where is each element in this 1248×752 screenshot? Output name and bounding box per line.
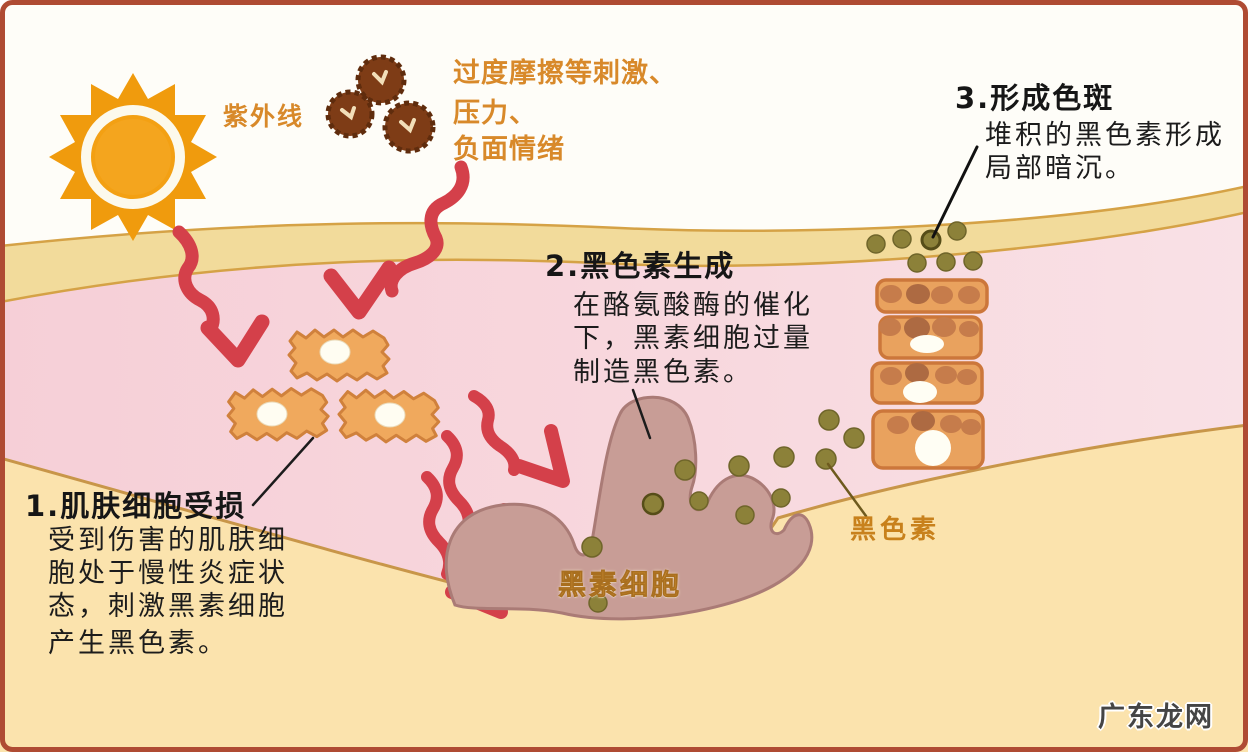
pointer-melanin bbox=[826, 462, 868, 518]
melanin-dot bbox=[818, 409, 840, 431]
stress-particle-specks bbox=[340, 70, 416, 134]
step1-body-line3: 态，刺激黑素细胞 bbox=[48, 591, 288, 622]
damaged-skin-cells bbox=[225, 328, 442, 446]
melanin-dot bbox=[907, 253, 927, 273]
melanin-dot bbox=[588, 593, 608, 613]
melanin-dot bbox=[936, 252, 956, 272]
melanin-dot bbox=[866, 234, 886, 254]
sun-core bbox=[95, 119, 171, 195]
melanin-dot bbox=[773, 446, 795, 468]
stimuli-label-line1: 过度摩擦等刺激、 bbox=[453, 58, 677, 89]
uv-label: 紫外线 bbox=[223, 102, 305, 131]
stress-arrow-squiggle bbox=[384, 160, 470, 298]
uv-arrow bbox=[172, 225, 270, 368]
stack-cell-nuclei bbox=[903, 335, 951, 466]
stack-cell-granules bbox=[879, 284, 981, 435]
melanin-dot bbox=[735, 505, 755, 525]
stress-arrow bbox=[323, 160, 470, 320]
step2-body-line1: 在酪氨酸酶的催化 bbox=[573, 290, 813, 321]
cell-nucleus bbox=[256, 401, 288, 427]
cell-nucleus bbox=[910, 335, 944, 353]
step3-body-line2: 局部暗沉。 bbox=[985, 153, 1135, 184]
pointer-step1 bbox=[251, 436, 315, 507]
step1-body-line2: 胞处于慢性炎症状 bbox=[48, 558, 288, 589]
melanin-dot bbox=[641, 492, 665, 516]
melanin-dot bbox=[728, 455, 750, 477]
signal-arrow-squiggle bbox=[468, 390, 521, 476]
signal-arrow-head bbox=[512, 424, 570, 488]
pointer-lines bbox=[251, 145, 979, 518]
uv-arrow-head bbox=[200, 314, 270, 368]
pointer-step3 bbox=[931, 145, 979, 239]
watermark: 广东龙网 bbox=[1098, 702, 1214, 733]
melanocyte-cell bbox=[444, 395, 814, 621]
sun-icon bbox=[49, 73, 217, 241]
cell-nucleus bbox=[903, 381, 937, 403]
stimuli-label-line2: 压力、 bbox=[453, 98, 537, 129]
melanin-dot bbox=[920, 229, 942, 251]
step1-heading: 1.肌肤细胞受损 bbox=[25, 489, 247, 523]
melanin-label: 黑色素 bbox=[850, 515, 941, 545]
cell-nucleus bbox=[374, 402, 406, 428]
cell-nucleus bbox=[915, 430, 951, 466]
melanin-dot bbox=[815, 448, 837, 470]
melanin-dots-surface-spot bbox=[866, 221, 967, 254]
step2-body-line2: 下，黑素细胞过量 bbox=[573, 323, 813, 354]
step2-body-line3: 制造黑色素。 bbox=[573, 357, 753, 388]
melanin-dot bbox=[843, 427, 865, 449]
melanin-dots-migrating bbox=[728, 251, 983, 477]
step3-heading: 3.形成色斑 bbox=[955, 81, 1115, 115]
pointer-step2 bbox=[631, 388, 652, 440]
melanin-dot bbox=[771, 488, 791, 508]
melanin-dot bbox=[963, 251, 983, 271]
step1-body-line1: 受到伤害的肌肤细 bbox=[48, 525, 288, 556]
melanin-dot bbox=[892, 229, 912, 249]
stimuli-label-line3: 负面情绪 bbox=[453, 134, 565, 165]
keratinocyte-stack bbox=[870, 278, 989, 470]
melanin-dot bbox=[947, 221, 967, 241]
stratum-corneum-band bbox=[0, 184, 1248, 304]
step3-body-line1: 堆积的黑色素形成 bbox=[985, 120, 1225, 151]
melanin-dot bbox=[581, 536, 603, 558]
dermis-layer bbox=[0, 425, 1248, 752]
melanin-dot bbox=[689, 491, 709, 511]
stress-arrow-head bbox=[323, 260, 397, 320]
melanin-dots-inside bbox=[581, 459, 791, 613]
signal-arrow-1 bbox=[468, 390, 570, 488]
step1-body-line4: 产生黑色素。 bbox=[48, 628, 228, 659]
melanin-dot bbox=[674, 459, 696, 481]
melanocyte-label: 黑素细胞 bbox=[558, 568, 683, 601]
step2-heading: 2.黑色素生成 bbox=[545, 249, 736, 283]
cell-nucleus bbox=[319, 339, 351, 365]
uv-arrow-squiggle bbox=[172, 225, 220, 337]
